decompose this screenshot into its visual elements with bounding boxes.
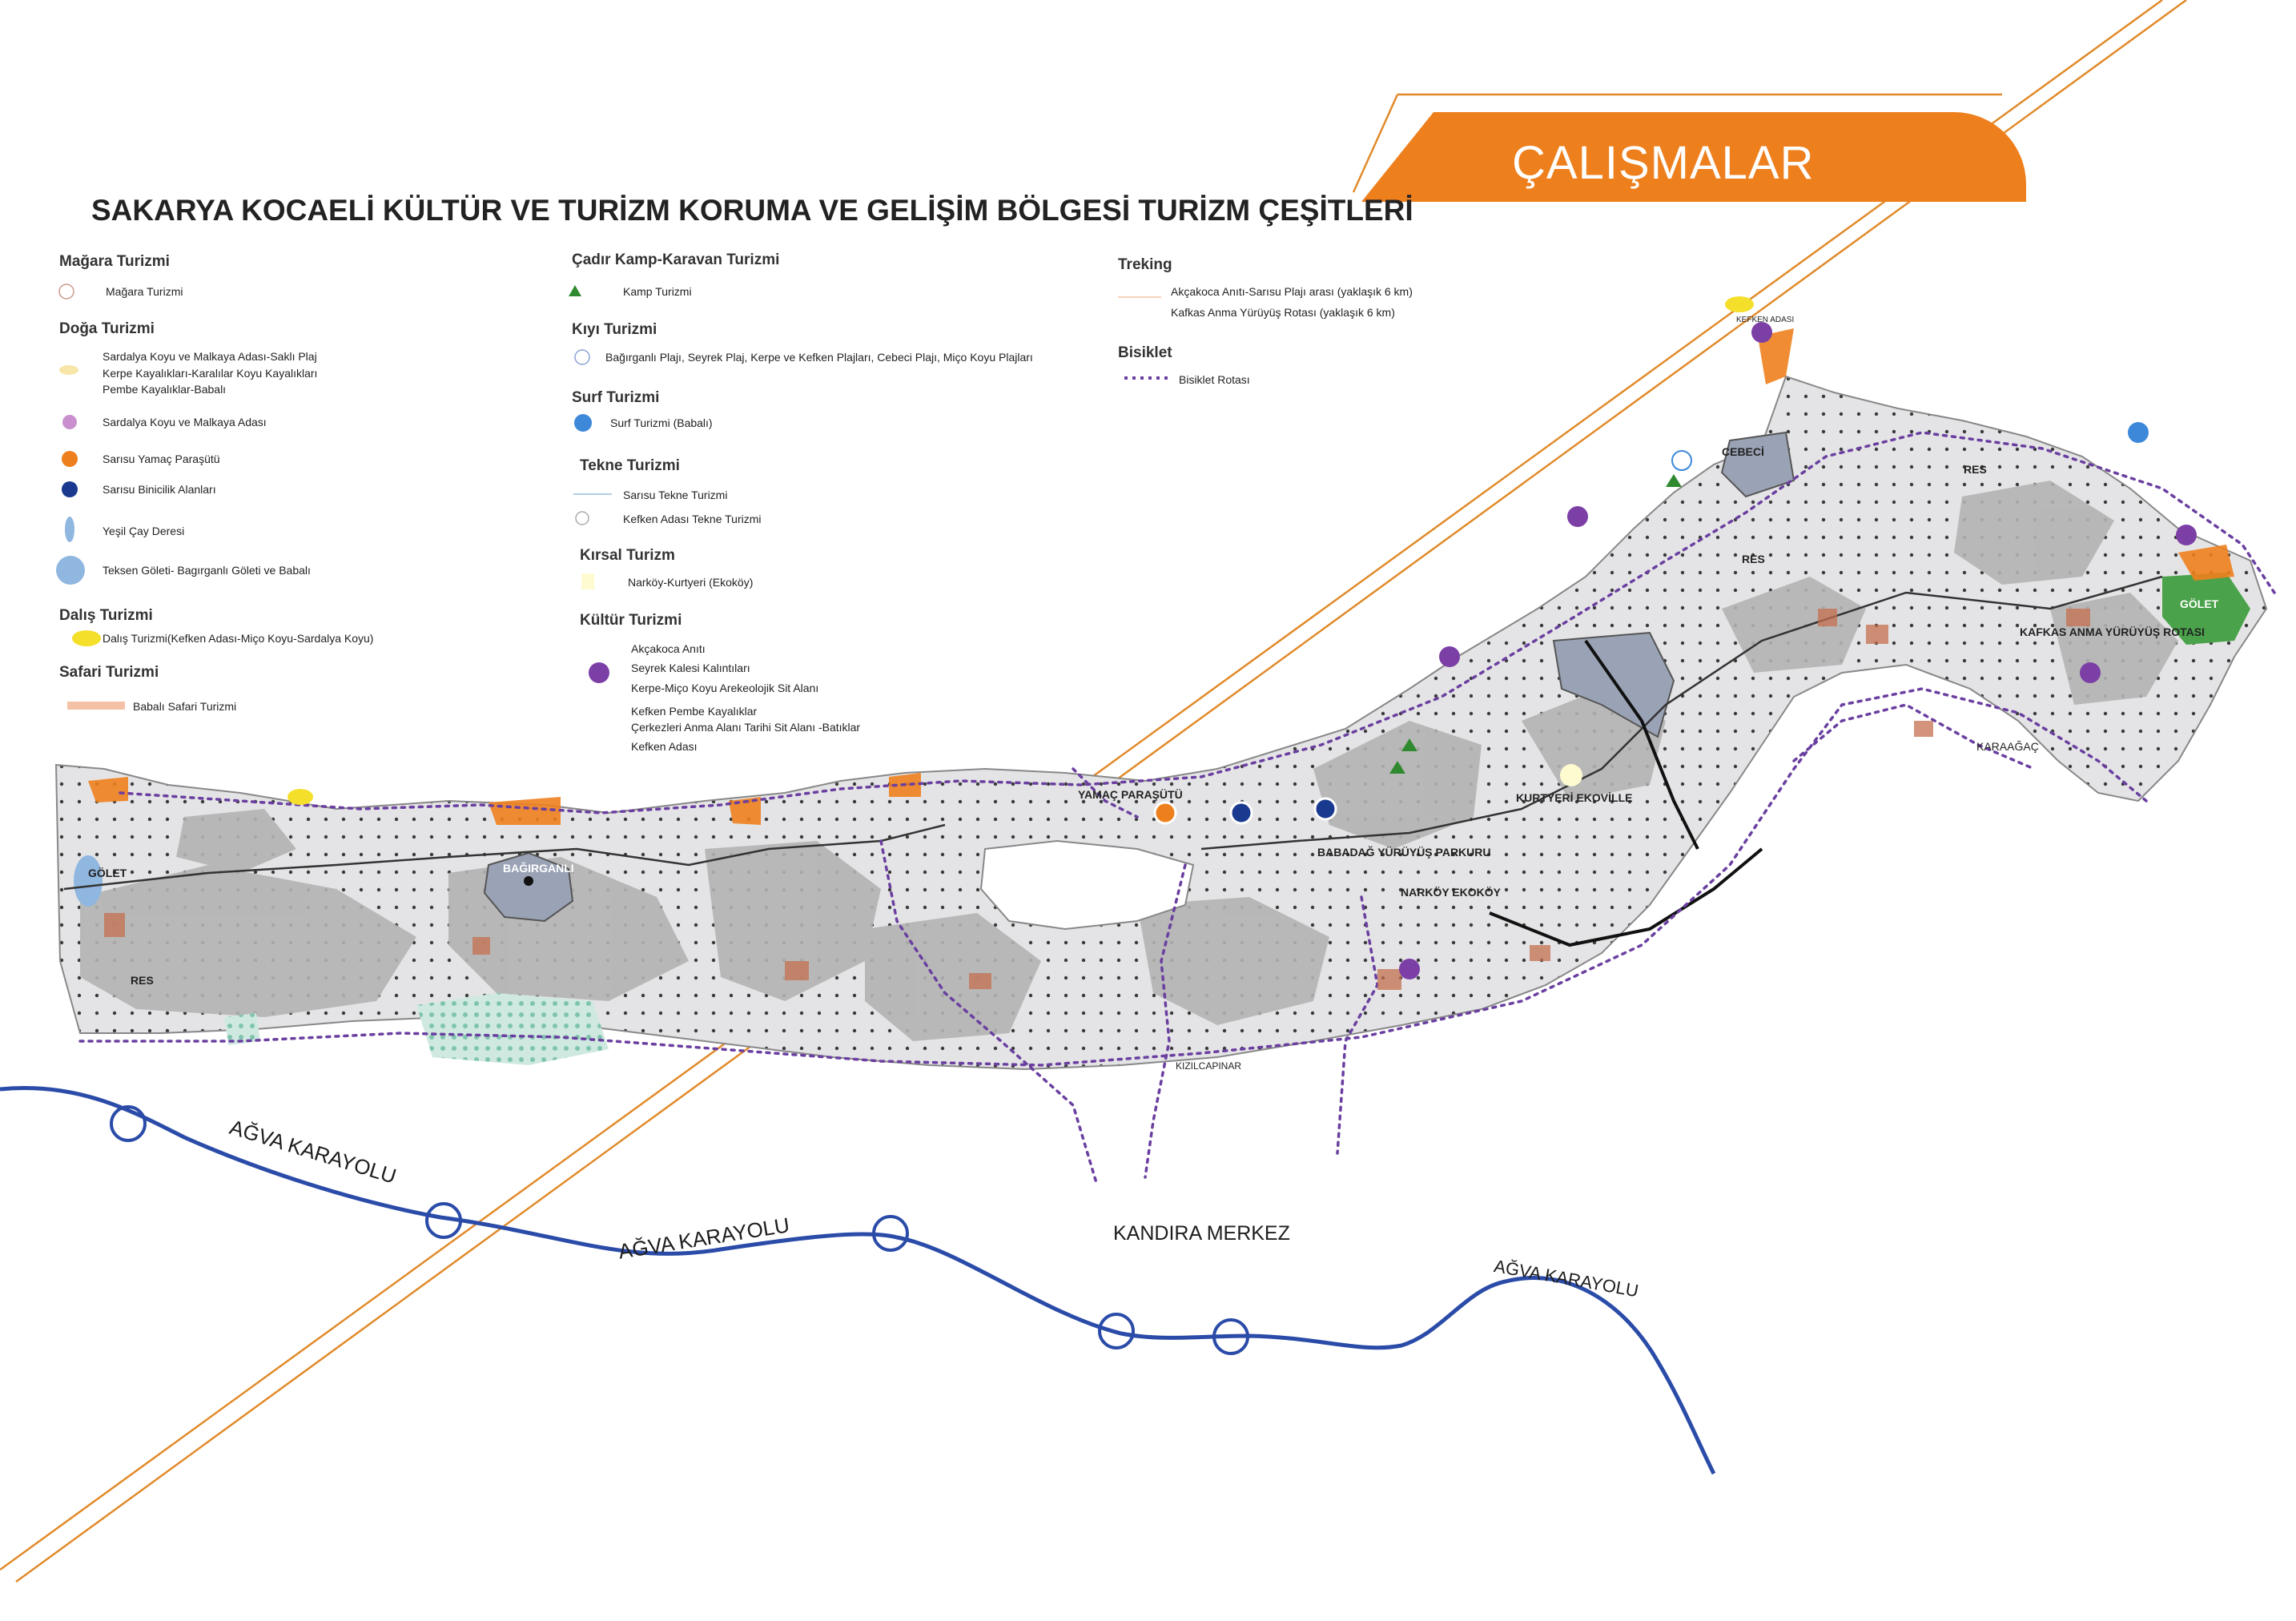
main-roads: [63, 575, 2163, 947]
bicycle-routes: [78, 431, 2276, 1187]
label-res-east: RES: [1964, 463, 1987, 476]
legend-item-treking-2: Kafkas Anma Yürüyüş Rotası (yaklaşık 6 k…: [1171, 306, 1395, 319]
label-kurtyeri: KURTYERİ EKOVİLLE: [1516, 791, 1633, 804]
land-mass: [54, 328, 2268, 1071]
label-golet-east: GÖLET: [2180, 597, 2219, 610]
label-res-west: RES: [131, 974, 154, 987]
legend-item-kultur-2: Seyrek Kalesi Kalıntıları: [631, 662, 750, 674]
legend-icons: [56, 284, 1169, 710]
label-karaagac: KARAAĞAÇ: [1976, 740, 2039, 753]
legend-heading-treking: Treking: [1118, 256, 1172, 273]
legend-item-magara: Mağara Turizmi: [106, 285, 183, 298]
label-yamac: YAMAÇ PARAŞÜTÜ: [1078, 788, 1183, 801]
label-res-mid: RES: [1742, 553, 1765, 565]
legend-heading-kultur: Kültür Turizmi: [580, 612, 682, 629]
legend-heading-surf: Surf Turizmi: [572, 389, 660, 406]
label-kefken-adasi: KEFKEN ADASI: [1736, 316, 1795, 324]
legend-heading-kirsal: Kırsal Turizm: [580, 547, 675, 564]
legend-item-kultur-1: Akçakoca Anıtı: [631, 642, 706, 655]
label-babadag: BABADAĞ YÜRÜYÜŞ PARKURU: [1317, 846, 1491, 859]
legend-item-tekne-2: Kefken Adası Tekne Turizmi: [623, 513, 762, 525]
legend-item-doga-3: Pembe Kayalıklar-Babalı: [103, 383, 227, 396]
legend-heading-tekne: Tekne Turizmi: [580, 457, 680, 474]
legend-item-doga-8: Teksen Göleti- Bagırganlı Göleti ve Baba…: [103, 564, 311, 577]
label-narkoy: NARKÖY EKOKÖY: [1401, 886, 1501, 899]
label-kizilcapinar: KIZILCAPINAR: [1176, 1060, 1242, 1072]
legend-heading-doga: Doğa Turizmi: [59, 320, 155, 337]
section-banner: [1361, 112, 2026, 202]
label-kafkas: KAFKAS ANMA YÜRÜYÜŞ ROTASI: [2020, 625, 2206, 638]
map-title: SAKARYA KOCAELİ KÜLTÜR VE TURİZM KORUMA …: [91, 194, 1413, 227]
legend-item-kultur-4: Kefken Pembe Kayalıklar: [631, 705, 758, 718]
road-label-kandira: KANDIRA MERKEZ: [1113, 1222, 1290, 1245]
legend-item-kirsal: Narköy-Kurtyeri (Ekoköy): [628, 576, 754, 589]
map-markers: [288, 296, 2197, 979]
legend-item-kultur-6: Kefken Adası: [631, 740, 698, 753]
legend-item-treking-1: Akçakoca Anıtı-Sarısu Plajı arası (yakla…: [1171, 285, 1413, 298]
legend-item-surf: Surf Turizmi (Babalı): [610, 416, 713, 429]
section-banner-label: ÇALIŞMALAR: [1512, 137, 1815, 189]
legend-item-dalis: Dalış Turizmi(Kefken Adası-Miço Koyu-Sar…: [103, 632, 374, 645]
legend-item-tekne-1: Sarısu Tekne Turizmi: [623, 489, 728, 501]
legend-heading-magara: Mağara Turizmi: [59, 253, 170, 270]
legend-item-doga-2: Kerpe Kayalıkları-Karalılar Koyu Kayalık…: [103, 367, 318, 380]
agva-road: [0, 1085, 1716, 1475]
legend-item-doga-1: Sardalya Koyu ve Malkaya Adası-Saklı Pla…: [103, 350, 317, 363]
legend-item-kultur-3: Kerpe-Miço Koyu Arekeolojik Sit Alanı: [631, 682, 819, 694]
label-cebeci: CEBECİ: [1722, 445, 1764, 458]
settlement-patches: [104, 609, 2090, 990]
legend-item-kiyi: Bağırganlı Plajı, Seyrek Plaj, Kerpe ve …: [605, 351, 1033, 364]
legend-item-cadir: Kamp Turizmi: [623, 285, 692, 298]
legend-item-doga-7: Yeşil Çay Deresi: [103, 525, 185, 537]
label-bagirganli: BAĞIRGANLI: [503, 862, 574, 875]
legend-item-doga-5: Sarısu Yamaç Paraşütü: [103, 453, 220, 465]
legend-heading-bisiklet: Bisiklet: [1118, 344, 1172, 361]
label-golet-west: GÖLET: [88, 867, 127, 879]
legend-item-doga-6: Sarısu Binicilik Alanları: [103, 483, 216, 496]
legend-heading-cadir: Çadır Kamp-Karavan Turizmi: [572, 251, 780, 268]
legend-item-doga-4: Sardalya Koyu ve Malkaya Adası: [103, 416, 267, 428]
legend-item-safari: Babalı Safari Turizmi: [133, 700, 237, 713]
legend-heading-dalis: Dalış Turizmi: [59, 607, 153, 624]
legend-item-bisiklet: Bisiklet Rotası: [1179, 373, 1250, 386]
legend-item-kultur-5: Çerkezleri Anma Alanı Tarihi Sit Alanı -…: [631, 721, 861, 734]
legend-heading-kiyi: Kıyı Turizmi: [572, 321, 657, 338]
legend-heading-safari: Safari Turizmi: [59, 664, 159, 681]
